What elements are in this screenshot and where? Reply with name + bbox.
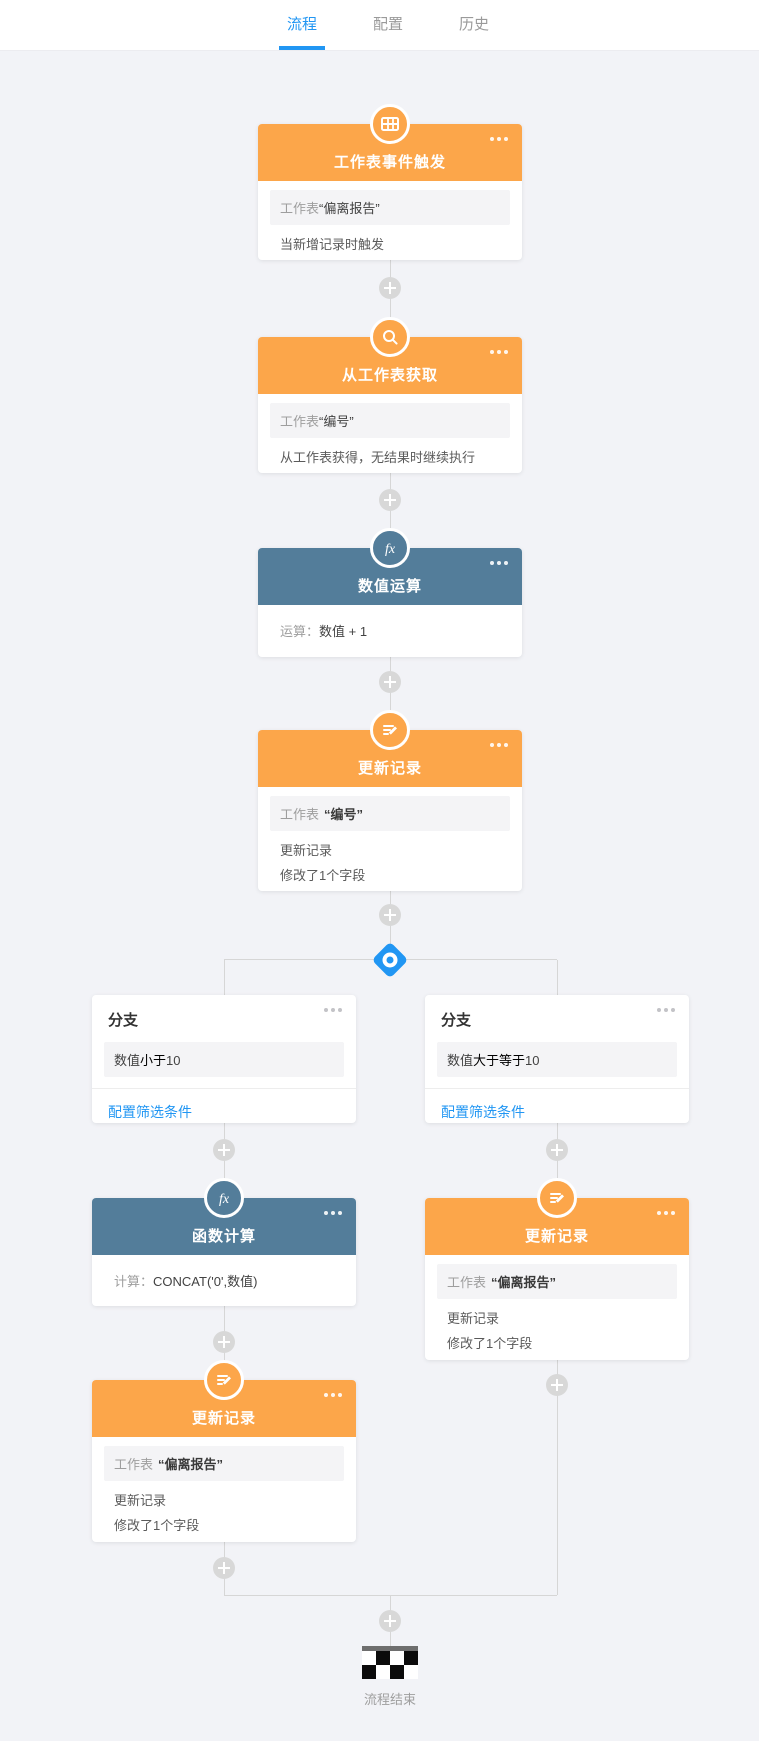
add-node-button[interactable] xyxy=(213,1331,235,1353)
node-description: 更新记录 xyxy=(447,1311,500,1326)
worksheet-field: 工作表“编号” xyxy=(270,796,510,831)
branch-title: 分支 xyxy=(92,995,356,1036)
top-tab-bar: 流程 配置 历史 xyxy=(0,0,759,51)
active-tab-underline xyxy=(279,46,325,50)
fx-icon: fx xyxy=(370,528,410,568)
branch-condition: 数值小于10 xyxy=(104,1042,344,1077)
node-description: 修改了1个字段 xyxy=(447,1336,533,1351)
node-description: 从工作表获得，无结果时继续执行 xyxy=(280,450,476,465)
node-title: 更新记录 xyxy=(524,1228,589,1245)
node-description: 更新记录 xyxy=(280,843,333,858)
node-update-record[interactable]: 更新记录 工作表“编号” 更新记录 修改了1个字段 xyxy=(258,710,522,891)
node-title: 更新记录 xyxy=(357,760,422,777)
checkered-flag-icon xyxy=(362,1646,418,1679)
configure-filter-link[interactable]: 配置筛选条件 xyxy=(441,1104,525,1120)
node-header: fx 数值运算 xyxy=(258,528,522,605)
edit-record-icon xyxy=(204,1360,244,1400)
configure-filter-link[interactable]: 配置筛选条件 xyxy=(108,1104,192,1120)
node-numeric-operation[interactable]: fx 数值运算 运算：数值 + 1 xyxy=(258,528,522,657)
branch-title: 分支 xyxy=(425,995,689,1036)
svg-text:fx: fx xyxy=(219,1192,230,1207)
node-worksheet-trigger[interactable]: 工作表事件触发 工作表“偏离报告” 当新增记录时触发 xyxy=(258,104,522,260)
node-title: 工作表事件触发 xyxy=(333,154,446,171)
add-node-button[interactable] xyxy=(546,1374,568,1396)
node-description: 修改了1个字段 xyxy=(114,1518,200,1533)
search-icon xyxy=(370,317,410,357)
node-description: 修改了1个字段 xyxy=(280,868,366,883)
node-header: 更新记录 xyxy=(258,710,522,787)
node-header: 更新记录 xyxy=(92,1360,356,1437)
add-node-button[interactable] xyxy=(213,1139,235,1161)
add-node-button[interactable] xyxy=(213,1557,235,1579)
tab-flow[interactable]: 流程 xyxy=(279,0,325,50)
add-node-button[interactable] xyxy=(379,904,401,926)
divider xyxy=(425,1088,689,1089)
tab-history-label: 历史 xyxy=(459,16,490,33)
branch-card-left[interactable]: 分支 数值小于10 配置筛选条件 xyxy=(92,995,356,1123)
add-node-button[interactable] xyxy=(379,671,401,693)
connector-line xyxy=(224,960,225,995)
worksheet-field: 工作表“偏离报告” xyxy=(104,1446,344,1481)
tab-config-label: 配置 xyxy=(373,16,404,33)
connector-line xyxy=(557,960,558,995)
add-node-button[interactable] xyxy=(379,1610,401,1632)
more-menu-icon[interactable] xyxy=(324,1393,342,1397)
node-title: 从工作表获取 xyxy=(341,367,438,384)
node-function-calc[interactable]: fx 函数计算 计算：CONCAT('0',数值) xyxy=(92,1178,356,1306)
connector-line xyxy=(390,657,391,730)
table-grid-icon xyxy=(370,104,410,144)
divider xyxy=(92,1088,356,1089)
edit-record-icon xyxy=(370,710,410,750)
branch-card-right[interactable]: 分支 数值大于等于10 配置筛选条件 xyxy=(425,995,689,1123)
operation-summary: 计算：CONCAT('0',数值) xyxy=(114,1274,258,1289)
node-title: 数值运算 xyxy=(357,578,422,595)
worksheet-field: 工作表“偏离报告” xyxy=(437,1264,677,1299)
more-menu-icon[interactable] xyxy=(490,350,508,354)
worksheet-field: 工作表“偏离报告” xyxy=(270,190,510,225)
add-node-button[interactable] xyxy=(546,1139,568,1161)
fx-icon: fx xyxy=(204,1178,244,1218)
add-node-button[interactable] xyxy=(379,489,401,511)
node-update-record-left[interactable]: 更新记录 工作表“偏离报告” 更新记录 修改了1个字段 xyxy=(92,1360,356,1542)
node-header: fx 函数计算 xyxy=(92,1178,356,1255)
node-title: 函数计算 xyxy=(191,1228,256,1245)
more-menu-icon[interactable] xyxy=(490,137,508,141)
operation-summary: 运算：数值 + 1 xyxy=(280,624,368,639)
tab-history[interactable]: 历史 xyxy=(459,0,489,50)
more-menu-icon[interactable] xyxy=(657,1211,675,1215)
node-get-from-worksheet[interactable]: 从工作表获取 工作表“编号” 从工作表获得，无结果时继续执行 xyxy=(258,317,522,473)
node-update-record-right[interactable]: 更新记录 工作表“偏离报告” 更新记录 修改了1个字段 xyxy=(425,1178,689,1360)
node-header: 从工作表获取 xyxy=(258,317,522,394)
more-menu-icon[interactable] xyxy=(657,1008,675,1012)
node-description: 更新记录 xyxy=(114,1493,167,1508)
branch-condition: 数值大于等于10 xyxy=(437,1042,677,1077)
tab-flow-label: 流程 xyxy=(287,16,318,33)
more-menu-icon[interactable] xyxy=(324,1211,342,1215)
flow-end-label: 流程结束 xyxy=(363,1692,416,1707)
node-description: 当新增记录时触发 xyxy=(280,237,385,252)
more-menu-icon[interactable] xyxy=(324,1008,342,1012)
node-title: 更新记录 xyxy=(191,1410,256,1427)
more-menu-icon[interactable] xyxy=(490,743,508,747)
branch-gateway-icon[interactable] xyxy=(371,941,409,979)
add-node-button[interactable] xyxy=(379,277,401,299)
connector-line xyxy=(557,1360,558,1595)
svg-text:fx: fx xyxy=(385,542,396,557)
more-menu-icon[interactable] xyxy=(490,561,508,565)
worksheet-field: 工作表“编号” xyxy=(270,403,510,438)
tab-group: 流程 配置 历史 xyxy=(279,0,489,50)
tab-config[interactable]: 配置 xyxy=(373,0,403,50)
edit-record-icon xyxy=(537,1178,577,1218)
node-header: 工作表事件触发 xyxy=(258,104,522,181)
node-header: 更新记录 xyxy=(425,1178,689,1255)
